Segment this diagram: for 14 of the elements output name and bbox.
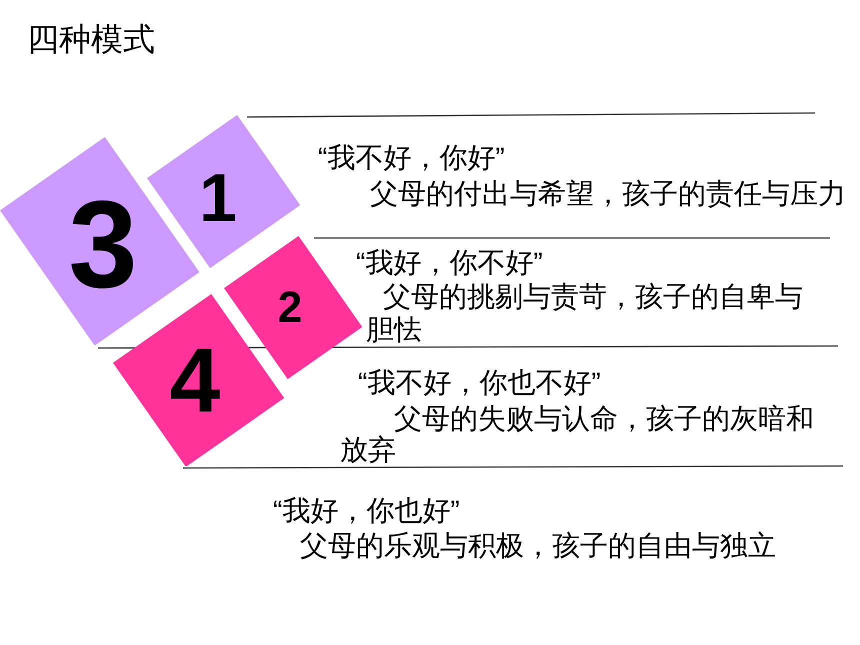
quote-heading: “我不好，你也不好” — [358, 366, 601, 400]
quote-heading: “我好，你不好” — [356, 246, 543, 280]
tile-number: 3 — [68, 182, 138, 307]
title: 四种模式 — [27, 20, 155, 58]
tile-number: 4 — [170, 335, 220, 426]
description-text: 父母的挑剔与责苛，孩子的自卑与胆怯 — [366, 280, 804, 346]
tile-number: 2 — [278, 286, 302, 330]
tile-number: 1 — [199, 164, 237, 232]
description-text: 父母的失败与认命，孩子的灰暗和放弃 — [340, 402, 815, 464]
square-tile — [147, 115, 301, 269]
description-text: 父母的付出与希望，孩子的责任与压力 — [370, 177, 846, 211]
description-text: 父母的乐观与积极，孩子的自由与独立 — [300, 529, 776, 563]
quote-heading: “我不好，你好” — [318, 141, 505, 175]
quote-heading: “我好，你也好” — [273, 494, 460, 528]
